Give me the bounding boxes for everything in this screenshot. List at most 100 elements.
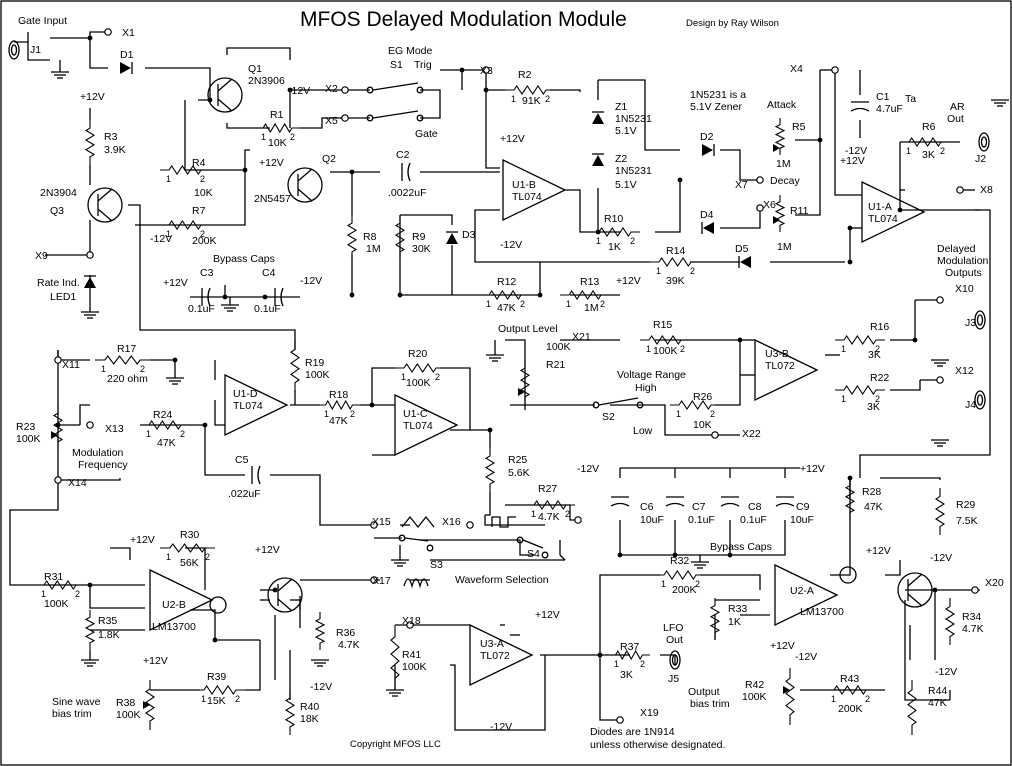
net-x1: X1 (122, 27, 135, 39)
wire (89, 38, 108, 69)
pin-number: 2 (875, 344, 880, 354)
low-label: Low (633, 425, 653, 437)
capacitor-c1-value: 4.7uF (876, 103, 903, 115)
wire (474, 209, 541, 295)
terminal (482, 66, 490, 74)
resistor-r40 (284, 690, 296, 735)
terminal (956, 186, 964, 194)
ground-symbol (51, 71, 69, 79)
switch-s4-label: S4 (527, 548, 540, 560)
pin-number: 1 (841, 394, 846, 404)
pot-r38-wiper (143, 701, 150, 709)
terminal (54, 476, 62, 484)
net-x15: X15 (372, 516, 391, 528)
rail-neg-8: -12V (795, 651, 817, 663)
resistor-r37-label: R37 (620, 641, 639, 653)
ground-symbol (221, 304, 239, 312)
resistor-r2-label: R2 (518, 69, 532, 81)
pot-r5-wiper (773, 144, 780, 152)
terminal (756, 204, 764, 212)
capacitor-c1-label: C1 (876, 91, 890, 103)
ic-u1a-label: U1-A (868, 201, 892, 213)
resistor-r1-value: 10K (268, 137, 287, 149)
rail-pos-2: +12V (163, 277, 188, 289)
terminal (104, 28, 112, 36)
jack-j1-label: J1 (30, 44, 41, 56)
ota-output-symbol (839, 566, 857, 584)
d4-label: D4 (700, 209, 714, 221)
resistor-r23-value: 100K (16, 433, 41, 445)
switch-s1-label: S1 (390, 59, 403, 71)
resistor-r11-label: R11 (790, 205, 809, 217)
pin-number: 2 (290, 132, 295, 142)
rail-neg-3: -12V (500, 239, 522, 251)
resistor-r13-label: R13 (580, 276, 599, 288)
net-x22: X22 (742, 428, 761, 440)
resistor-r3-label: R3 (104, 131, 118, 143)
resistor-r33-label: R33 (728, 603, 747, 615)
resistor-r5-label: R5 (792, 121, 806, 133)
terminal (341, 114, 349, 122)
terminal (711, 431, 719, 439)
rail-pos-8: +12V (535, 609, 560, 621)
resistor-r23-label: R23 (16, 421, 35, 433)
opamp-u3a (469, 623, 534, 687)
jack-j4 (974, 390, 986, 410)
pin-number: 1 (646, 344, 651, 354)
rail-pos-3: +12V (500, 133, 525, 145)
rail-pos-7: +12V (143, 655, 168, 667)
capacitor-c7-value: 0.1uF (688, 514, 715, 526)
resistor-r28-value: 47K (864, 501, 883, 513)
resistor-r9 (394, 215, 406, 260)
q2-label: Q2 (322, 153, 336, 165)
net-x10: X10 (955, 283, 974, 295)
page-title: MFOS Delayed Modulation Module (300, 8, 627, 31)
terminal (936, 376, 944, 384)
resistor-r27-value: 4.7K (538, 511, 560, 523)
junction-dot (847, 259, 853, 265)
junction-dot (672, 552, 678, 558)
voltage-range-label: Voltage Range (617, 369, 686, 381)
rail-neg-7: -12V (490, 721, 512, 733)
pin-number: 1 (596, 236, 601, 246)
bypass-caps-right-label: Bypass Caps (710, 541, 772, 553)
resistor-r21-label: R21 (546, 359, 565, 371)
terminal (756, 176, 764, 184)
junction-dot (397, 292, 403, 298)
junction-dot (847, 225, 853, 231)
resistor-r3-value: 3.9K (104, 144, 126, 156)
resistor-r3 (84, 120, 96, 165)
wire (598, 79, 680, 151)
jack-j4-label: J4 (965, 399, 976, 411)
terminal (341, 86, 349, 94)
rail-pos-4: +12V (840, 155, 865, 167)
wire (270, 474, 375, 526)
ground-symbol (486, 354, 504, 362)
rail-neg-4: -12V (845, 145, 867, 157)
decay-label: Decay (770, 175, 801, 187)
resistor-r10-label: R10 (604, 213, 623, 225)
terminal (54, 356, 62, 364)
terminal (466, 521, 474, 529)
capacitor-c4-value: 0.1uF (254, 303, 281, 315)
resistor-r7-label: R7 (192, 205, 206, 217)
wire (505, 339, 526, 380)
junction-dot (932, 587, 938, 593)
capacitor-c2-value: .0022uF (388, 187, 427, 199)
junction-dot (202, 422, 208, 428)
resistor-r24-value: 47K (157, 437, 176, 449)
wire (890, 300, 916, 341)
pin-number: 1 (324, 409, 329, 419)
capacitor-c3-label: C3 (200, 267, 214, 279)
ic-u1d-part: TL074 (233, 400, 263, 412)
pin-number: 2 (235, 694, 240, 704)
